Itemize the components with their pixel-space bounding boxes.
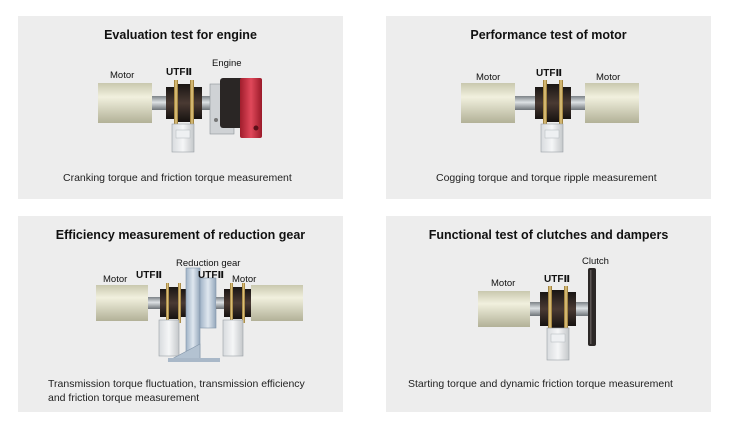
reduction-gear-label: Reduction gear bbox=[176, 258, 241, 269]
panel-title: Efficiency measurement of reduction gear bbox=[55, 228, 306, 242]
shaft bbox=[515, 96, 535, 110]
shaft bbox=[152, 96, 166, 110]
clutch-test-diagram bbox=[478, 268, 596, 361]
caption-line: Transmission torque fluctuation, transmi… bbox=[48, 378, 305, 390]
engine-cover bbox=[240, 78, 262, 138]
utf-label-right: UTFⅡ bbox=[198, 270, 225, 281]
motor-label: Motor bbox=[110, 70, 135, 81]
panel-caption: Cranking torque and friction torque meas… bbox=[63, 172, 292, 184]
motor-body bbox=[96, 285, 148, 321]
torque-meter-flange bbox=[190, 80, 194, 126]
panel-engine-evaluation: Evaluation test for engine Motor UTFⅡ En… bbox=[18, 16, 343, 199]
clutch-label: Clutch bbox=[582, 256, 609, 267]
motor-label-right: Motor bbox=[596, 72, 621, 83]
motor-body bbox=[585, 83, 639, 123]
torque-meter-flange bbox=[543, 80, 547, 126]
engine-label: Engine bbox=[212, 58, 242, 69]
panel-title: Functional test of clutches and dampers bbox=[428, 228, 669, 242]
utf-label-left: UTFⅡ bbox=[136, 270, 163, 281]
torque-meter-base bbox=[546, 327, 570, 361]
gear-housing bbox=[185, 267, 201, 359]
panel-title: Evaluation test for engine bbox=[104, 28, 257, 42]
panel-clutch-damper-test: Functional test of clutches and dampers … bbox=[386, 216, 711, 412]
shaft bbox=[571, 96, 585, 110]
gear-body bbox=[199, 277, 217, 329]
panel-reduction-gear-efficiency: Efficiency measurement of reduction gear… bbox=[18, 216, 343, 412]
torque-meter-hub bbox=[563, 87, 571, 119]
motor-body bbox=[98, 83, 152, 123]
shaft bbox=[148, 297, 160, 309]
torque-meter-hub bbox=[535, 87, 543, 119]
torque-meter-base bbox=[222, 319, 244, 357]
shaft bbox=[216, 297, 224, 309]
torque-meter-hub bbox=[166, 87, 174, 119]
utf-label: UTFⅡ bbox=[536, 68, 563, 79]
motor-test-diagram bbox=[461, 80, 639, 153]
torque-meter-core bbox=[178, 84, 190, 122]
caption-line: and friction torque measurement bbox=[48, 392, 200, 404]
engine-test-diagram bbox=[98, 78, 262, 153]
torque-meter-flange bbox=[559, 80, 563, 126]
utf-label: UTFⅡ bbox=[166, 67, 193, 78]
panel-motor-performance: Performance test of motor Motor UTFⅡ Mot… bbox=[386, 16, 711, 199]
torque-meter-core bbox=[547, 84, 559, 122]
clutch-disc bbox=[588, 268, 596, 346]
shaft bbox=[202, 96, 212, 110]
motor-label-left: Motor bbox=[103, 274, 128, 285]
torque-meter-base bbox=[158, 319, 180, 357]
reduction-gear-diagram bbox=[96, 267, 303, 362]
panel-title: Performance test of motor bbox=[470, 28, 627, 42]
torque-meter-hub bbox=[194, 87, 202, 119]
panel-caption: Starting torque and dynamic friction tor… bbox=[408, 378, 673, 390]
shaft bbox=[530, 302, 540, 316]
motor-label: Motor bbox=[491, 278, 516, 289]
utf-label: UTFⅡ bbox=[544, 274, 571, 285]
panel-caption: Transmission torque fluctuation, transmi… bbox=[48, 377, 305, 405]
motor-body bbox=[251, 285, 303, 321]
motor-body bbox=[461, 83, 515, 123]
motor-body bbox=[478, 291, 530, 327]
motor-label-right: Motor bbox=[232, 274, 257, 285]
torque-meter-flange bbox=[174, 80, 178, 126]
motor-label-left: Motor bbox=[476, 72, 501, 83]
shaft bbox=[576, 302, 588, 316]
panel-caption: Cogging torque and torque ripple measure… bbox=[436, 172, 657, 184]
